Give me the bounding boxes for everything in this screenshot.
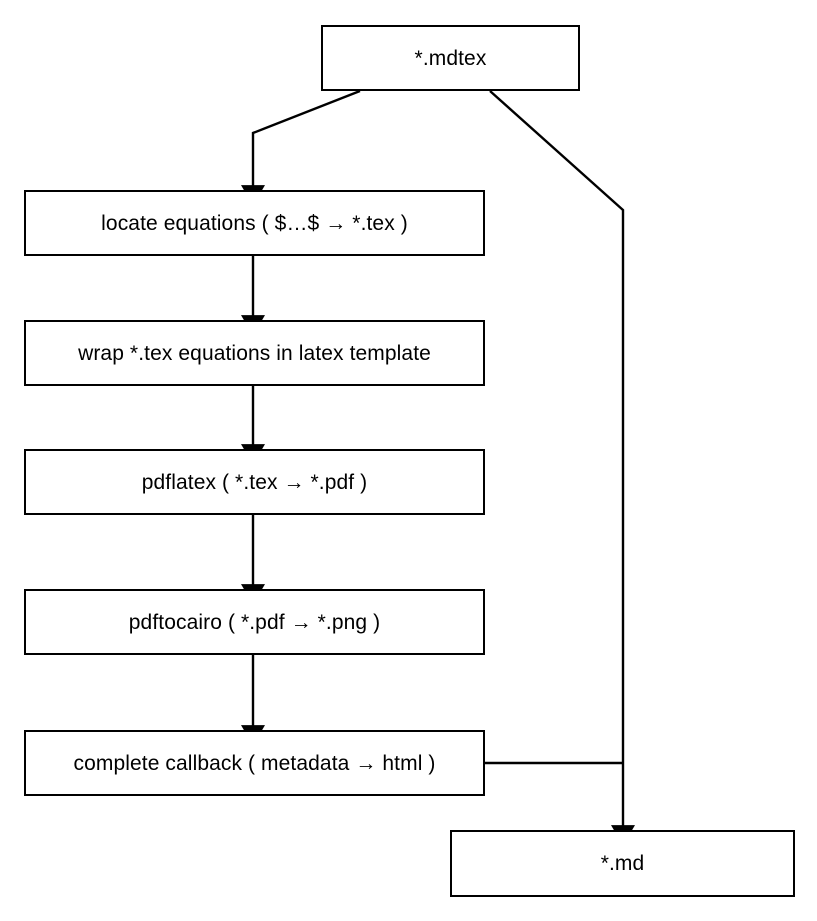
- edge-mdtex-to-md: [489, 90, 635, 846]
- node-label-pdflatex: pdflatex ( *.tex → *.pdf ): [141, 470, 368, 494]
- node-callback[interactable]: complete callback ( metadata → html ): [24, 730, 485, 796]
- node-label-callback: complete callback ( metadata → html ): [73, 751, 436, 775]
- node-label-wrap: wrap *.tex equations in latex template: [78, 341, 431, 365]
- node-wrap[interactable]: wrap *.tex equations in latex template: [24, 320, 485, 386]
- edge-mdtex-to-locate: [241, 89, 361, 206]
- node-md[interactable]: *.md: [450, 830, 795, 897]
- node-pdflatex[interactable]: pdflatex ( *.tex → *.pdf ): [24, 449, 485, 515]
- node-label-locate: locate equations ( $…$ → *.tex ): [101, 211, 408, 235]
- node-label-pdftocairo: pdftocairo ( *.pdf → *.png ): [128, 610, 381, 634]
- node-locate[interactable]: locate equations ( $…$ → *.tex ): [24, 190, 485, 256]
- node-label-md: *.md: [600, 852, 645, 875]
- node-label-mdtex: *.mdtex: [414, 46, 487, 70]
- node-mdtex[interactable]: *.mdtex: [321, 25, 580, 91]
- node-pdftocairo[interactable]: pdftocairo ( *.pdf → *.png ): [24, 589, 485, 655]
